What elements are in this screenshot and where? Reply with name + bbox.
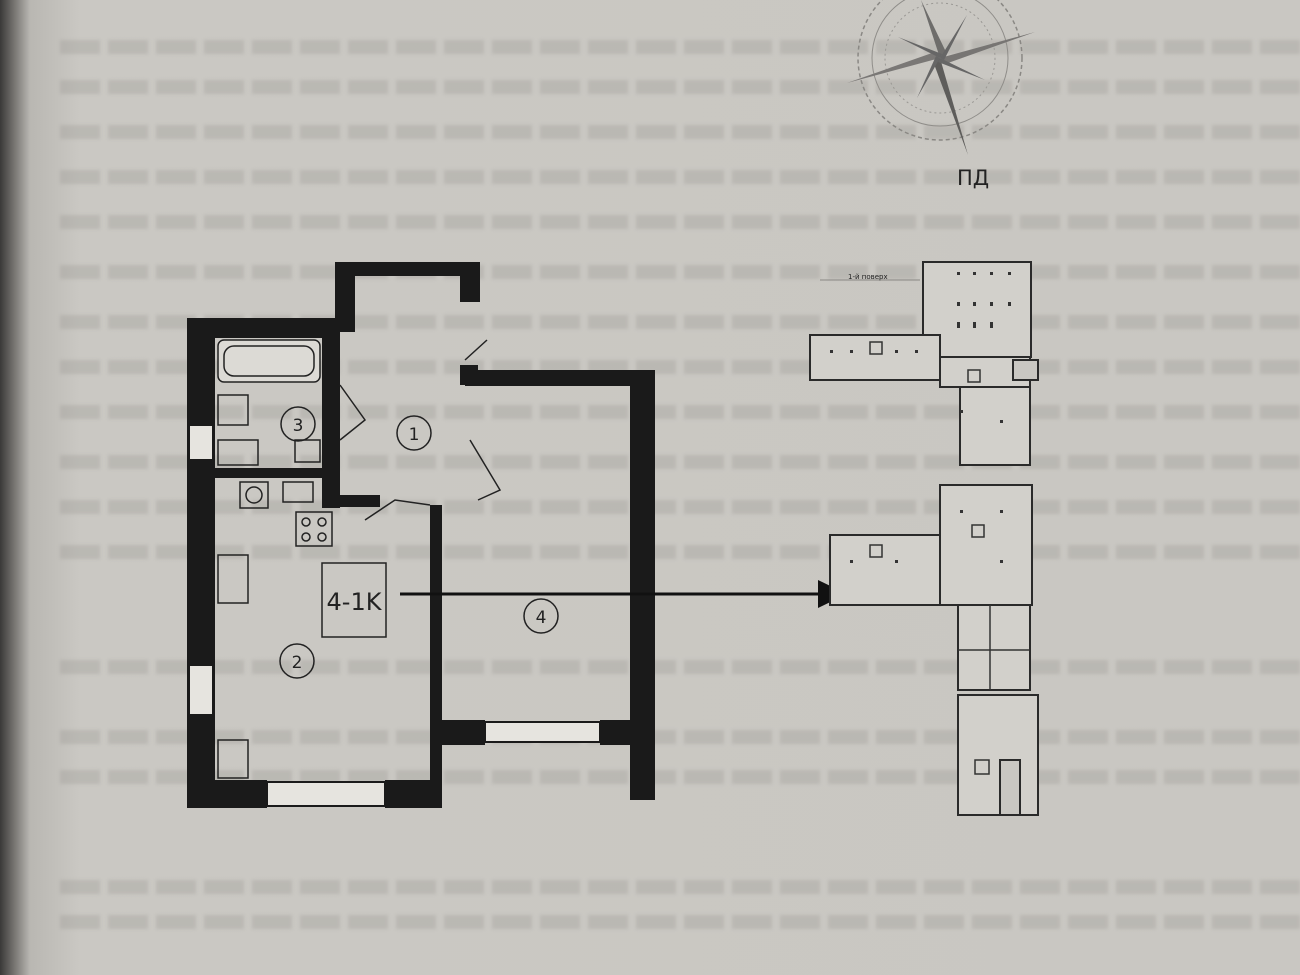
bleed-through-text [60,215,1300,229]
bleed-through-text [60,915,1300,929]
bleed-through-text [60,170,1300,184]
room-4-marker [523,598,559,634]
bathtub-icon [217,339,321,383]
compass-rose-icon [847,0,1035,155]
room-3-label: 3 [293,416,304,436]
doors [339,339,502,521]
location-arrow [400,580,847,608]
apartment-walls [187,262,655,808]
room-3-marker [280,406,316,442]
bleed-through-text [60,80,1300,94]
compass-direction-label: ПД [957,166,989,190]
room-4-label: 4 [536,608,547,628]
room-1-marker [396,415,432,451]
room-2-marker [279,643,315,679]
kitchen-fixtures-icon [217,481,333,779]
room-1-label: 1 [409,425,420,445]
building-columns [830,272,1030,775]
windows [188,424,601,807]
building-floor-plan [809,261,1039,816]
bleed-through-text [60,125,1300,139]
sink-icon [217,394,321,466]
apartment-type-box [321,562,387,638]
bleed-through-text [60,880,1300,894]
bleed-through-text [60,40,1300,54]
building-floor-label: 1-й поверх [848,273,888,281]
room-2-label: 2 [292,653,303,673]
apartment-type-label: 4-1K [327,588,383,616]
